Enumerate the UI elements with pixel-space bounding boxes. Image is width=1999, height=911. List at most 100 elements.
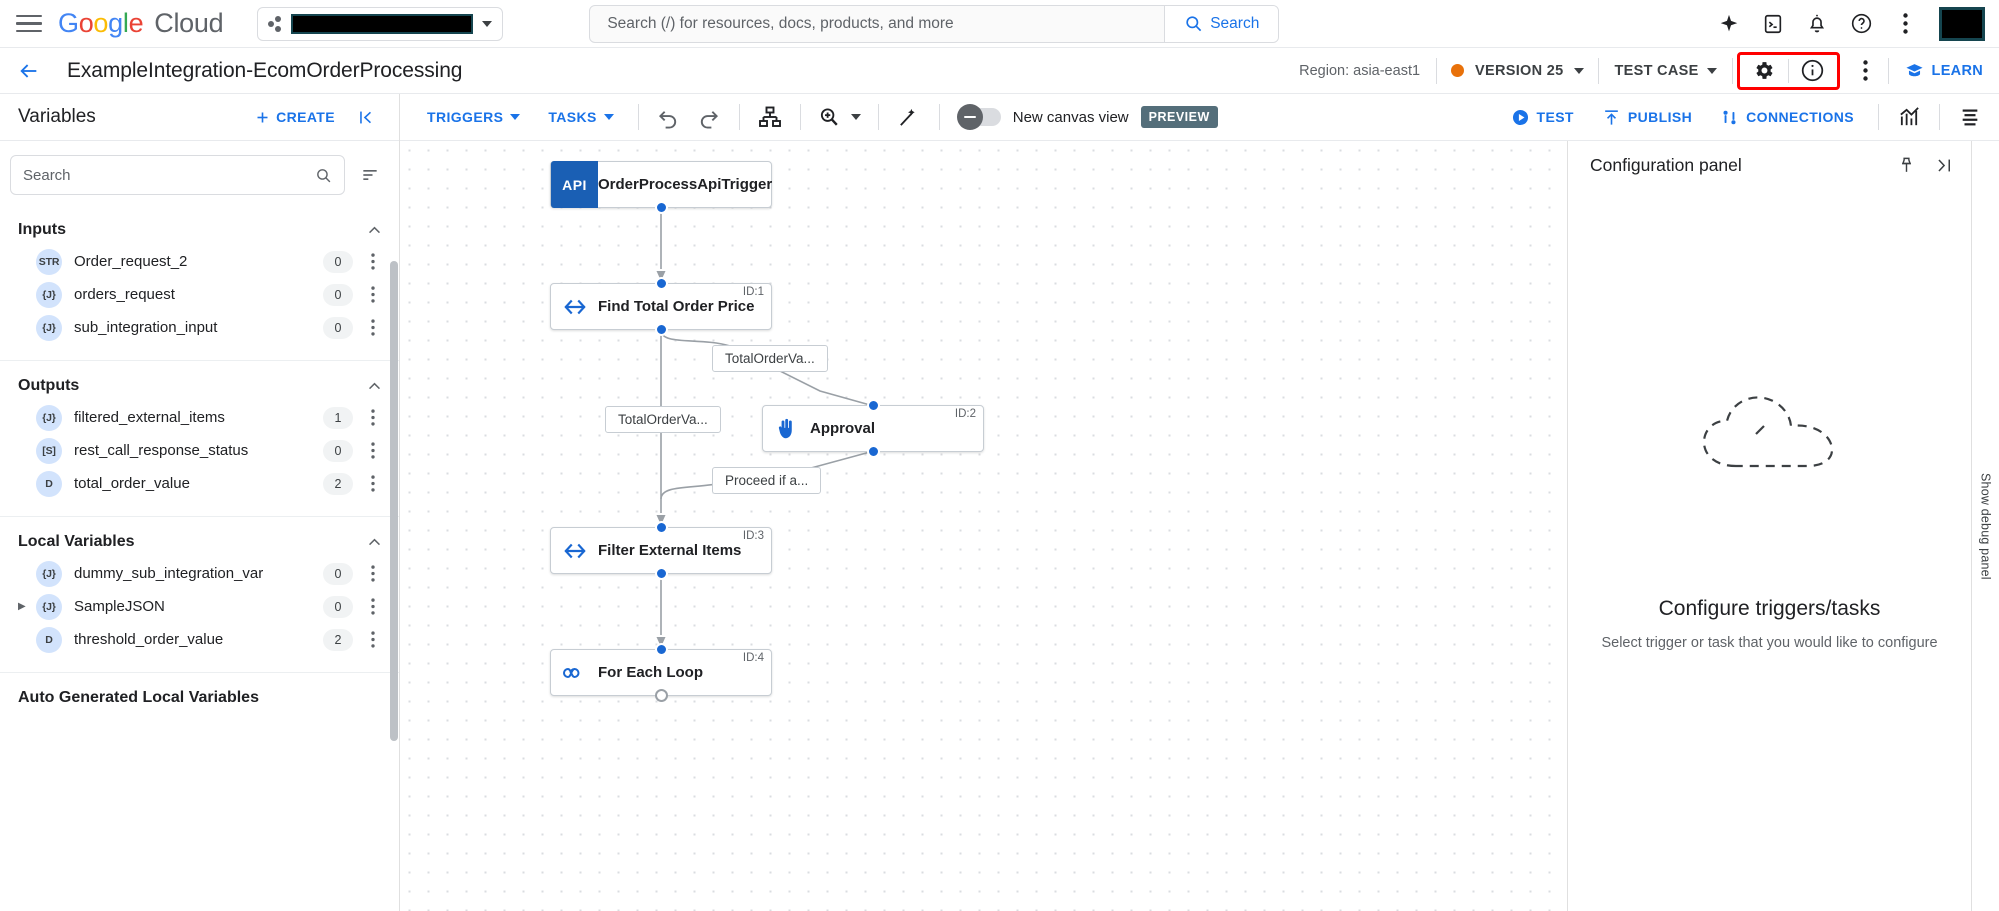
project-selector[interactable] — [257, 6, 504, 41]
zoom-control[interactable] — [812, 98, 867, 136]
variable-more-icon[interactable] — [361, 595, 385, 619]
redo-icon[interactable] — [690, 98, 728, 136]
variable-name: threshold_order_value — [74, 631, 224, 648]
variable-more-icon[interactable] — [361, 562, 385, 586]
cloud-shell-icon[interactable] — [1753, 4, 1793, 44]
edge-label[interactable]: Proceed if a... — [712, 467, 822, 494]
sort-icon[interactable] — [357, 162, 383, 188]
divider — [1878, 104, 1879, 130]
variable-more-icon[interactable] — [361, 283, 385, 307]
magic-wand-icon[interactable] — [890, 98, 928, 136]
node-output-port[interactable] — [654, 689, 668, 702]
settings-gear-icon[interactable] — [1740, 54, 1788, 88]
variable-section-title: Auto Generated Local Variables — [18, 689, 259, 706]
variable-type-badge: STR — [36, 248, 62, 275]
search-button-label: Search — [1210, 14, 1260, 32]
show-debug-panel-label[interactable]: Show debug panel — [1978, 472, 1993, 580]
left-panel-scrollbar[interactable] — [390, 261, 398, 741]
variable-more-icon[interactable] — [361, 316, 385, 340]
logs-list-icon[interactable] — [1951, 98, 1989, 136]
region-label: Region: asia-east1 — [1299, 62, 1421, 79]
flow-node-label: OrderProcessApiTrigger — [598, 176, 773, 193]
node-output-port[interactable] — [654, 323, 668, 336]
variable-more-icon[interactable] — [361, 439, 385, 463]
chevron-up-icon[interactable] — [366, 378, 383, 395]
new-canvas-view-toggle[interactable] — [956, 104, 1001, 130]
tasks-menu[interactable]: TASKS — [535, 101, 626, 133]
notifications-bell-icon[interactable] — [1797, 4, 1837, 44]
monitoring-chart-icon[interactable] — [1890, 98, 1928, 136]
node-input-port[interactable] — [654, 643, 668, 656]
expand-panel-icon[interactable] — [1927, 148, 1961, 182]
pin-icon[interactable] — [1889, 148, 1923, 182]
node-input-port[interactable] — [654, 277, 668, 290]
collapse-panel-icon[interactable] — [349, 100, 383, 134]
project-dots-icon — [268, 15, 282, 33]
variable-section-header[interactable]: Outputs — [0, 361, 399, 401]
hamburger-menu-icon[interactable] — [14, 9, 44, 39]
chevron-up-icon[interactable] — [366, 534, 383, 551]
variable-more-icon[interactable] — [361, 250, 385, 274]
variable-more-icon[interactable] — [361, 472, 385, 496]
connections-button[interactable]: CONNECTIONS — [1707, 100, 1867, 135]
node-output-port[interactable] — [654, 567, 668, 580]
triggers-menu[interactable]: TRIGGERS — [414, 101, 533, 133]
debug-panel-strip[interactable]: Show debug panel — [1971, 141, 1999, 911]
variable-section-header[interactable]: Local Variables — [0, 517, 399, 557]
flow-node-id: ID:1 — [742, 286, 764, 298]
variable-section-header[interactable]: Inputs — [0, 205, 399, 245]
expand-arrow-icon[interactable]: ▶ — [18, 601, 26, 612]
edge-label[interactable]: TotalOrderVa... — [712, 345, 828, 372]
version-selector[interactable]: VERSION 25 — [1437, 63, 1598, 79]
more-vert-icon[interactable] — [1885, 4, 1925, 44]
test-case-selector[interactable]: TEST CASE — [1599, 63, 1731, 79]
variable-section: Auto Generated Local Variables — [0, 673, 399, 729]
edge-label[interactable]: TotalOrderVa... — [605, 406, 721, 433]
node-input-port[interactable] — [866, 399, 880, 412]
variable-more-icon[interactable] — [361, 628, 385, 652]
gemini-spark-icon[interactable] — [1709, 4, 1749, 44]
info-circle-icon[interactable] — [1789, 54, 1837, 88]
back-arrow-icon[interactable] — [12, 54, 46, 88]
publish-button[interactable]: PUBLISH — [1589, 100, 1705, 135]
global-search[interactable]: Search — [589, 4, 1280, 43]
variable-more-icon[interactable] — [361, 406, 385, 430]
node-output-port[interactable] — [654, 201, 668, 214]
avatar[interactable] — [1939, 6, 1985, 41]
chevron-up-icon[interactable] — [366, 222, 383, 239]
search-input[interactable] — [590, 5, 1165, 42]
google-cloud-logo[interactable]: Google Cloud — [58, 8, 224, 38]
variable-section-header[interactable]: Auto Generated Local Variables — [0, 673, 399, 713]
help-question-icon[interactable] — [1841, 4, 1881, 44]
test-button[interactable]: TEST — [1498, 100, 1587, 135]
brand-cloud-text: Cloud — [154, 8, 224, 38]
learn-button[interactable]: LEARN — [1889, 61, 1983, 80]
header-overflow-icon[interactable] — [1844, 51, 1888, 91]
variables-search-box[interactable] — [10, 155, 345, 195]
create-variable-button[interactable]: CREATE — [247, 103, 343, 131]
node-input-port[interactable] — [654, 521, 668, 534]
variables-search-input[interactable] — [23, 166, 307, 184]
header-actions: Region: asia-east1 VERSION 25 TEST CASE — [1299, 48, 1983, 93]
auto-layout-icon[interactable] — [751, 98, 789, 136]
undo-icon[interactable] — [650, 98, 688, 136]
node-output-port[interactable] — [866, 445, 880, 458]
search-button[interactable]: Search — [1164, 5, 1279, 42]
configuration-empty-subtitle: Select trigger or task that you would li… — [1601, 634, 1938, 651]
